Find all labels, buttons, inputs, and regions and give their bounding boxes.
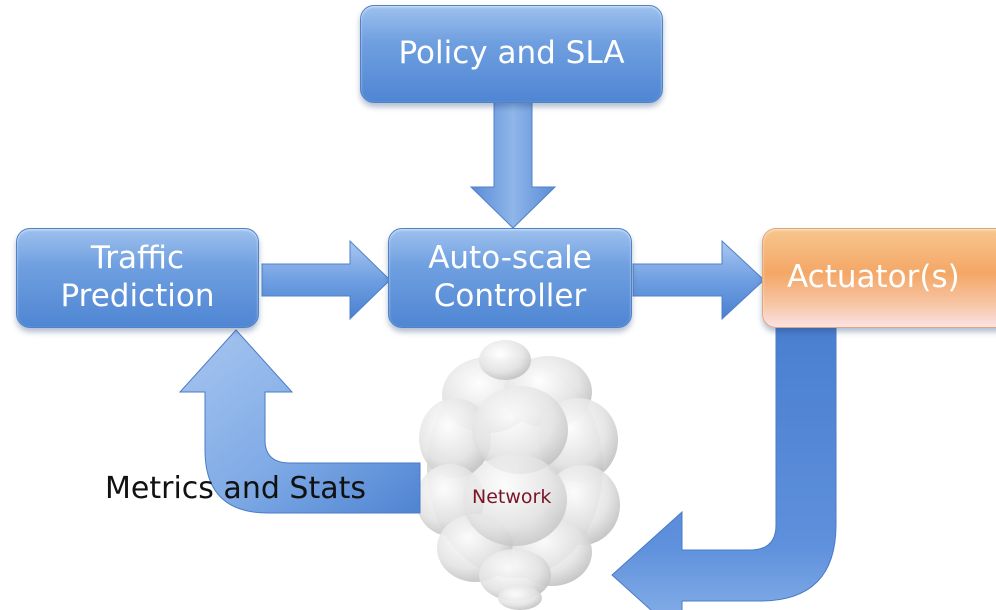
arrow-policy-to-controller xyxy=(469,99,557,229)
network-cloud xyxy=(416,340,620,610)
arrow-controller-to-actuator xyxy=(632,239,765,321)
actuator-box: Actuator(s) xyxy=(762,228,996,328)
metrics-and-stats-label: Metrics and Stats xyxy=(105,471,366,506)
arrow-actuator-to-network xyxy=(611,327,837,610)
arrow-network-to-traffic xyxy=(178,329,421,514)
autoscale-controller-box: Auto-scale Controller xyxy=(388,228,632,328)
arrow-traffic-to-controller xyxy=(261,239,391,321)
policy-and-sla-box: Policy and SLA xyxy=(360,5,663,103)
traffic-prediction-box: Traffic Prediction xyxy=(16,228,259,328)
network-label: Network xyxy=(472,486,552,508)
